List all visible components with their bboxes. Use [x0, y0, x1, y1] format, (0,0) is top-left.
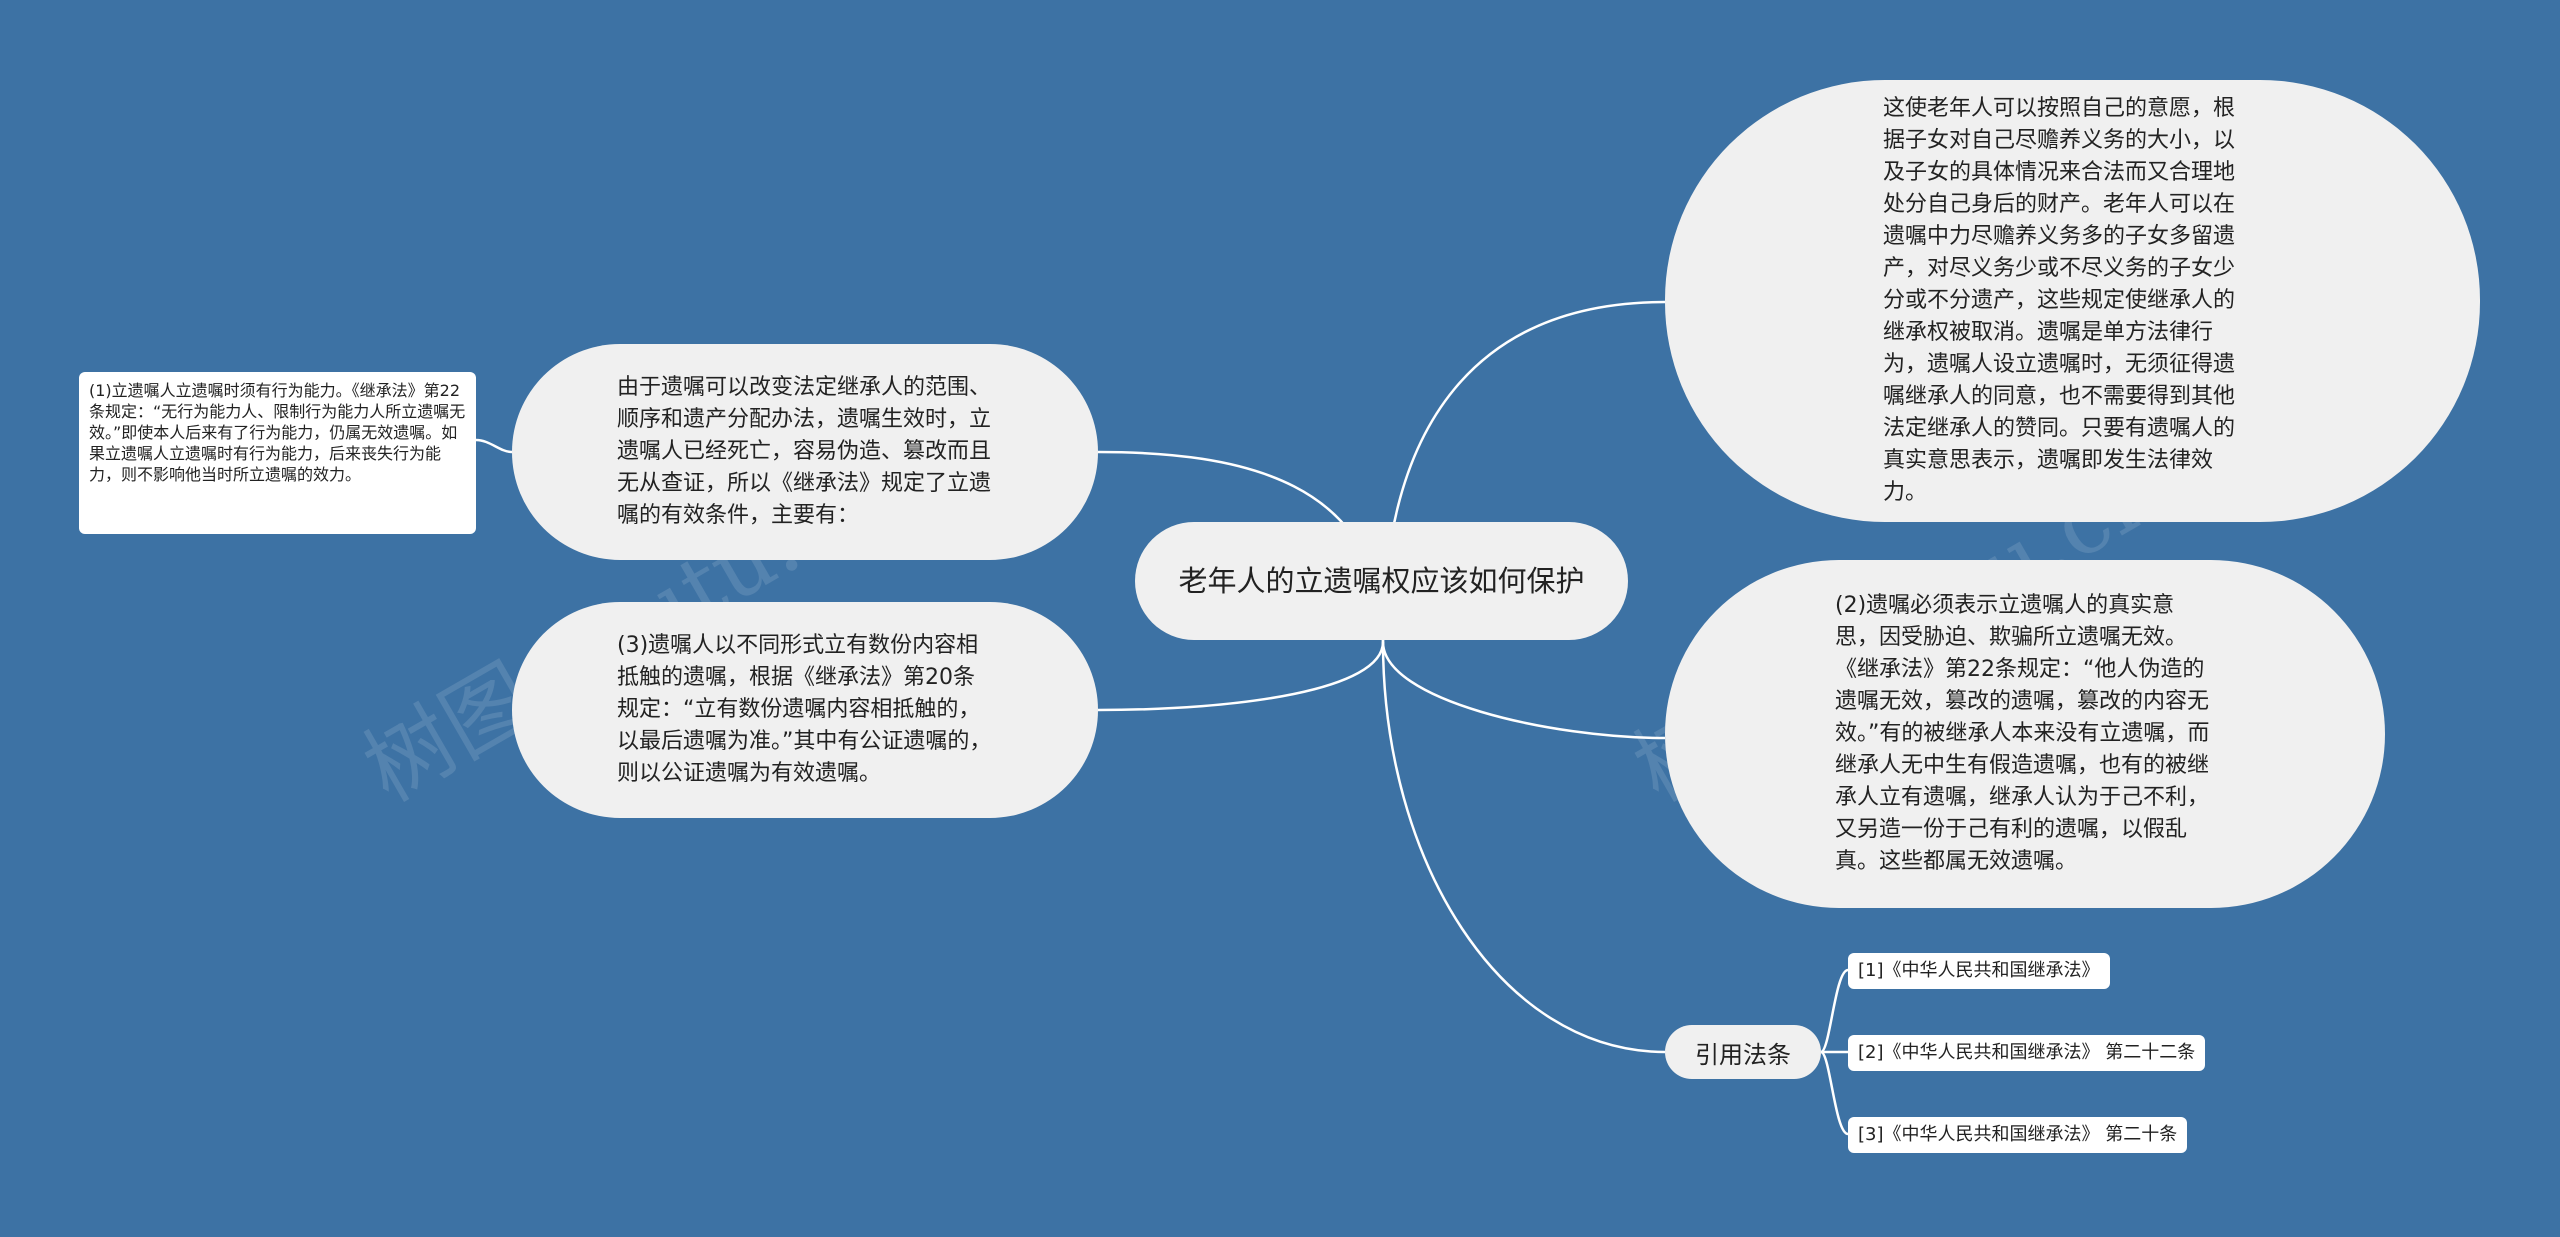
connector-cite-1	[1819, 968, 1849, 1054]
branch-text: (2)遗嘱必须表示立遗嘱人的真实意思，因受胁迫、欺骗所立遗嘱无效。《继承法》第2…	[1835, 593, 2210, 874]
branch-left-top[interactable]: 由于遗嘱可以改变法定继承人的范围、顺序和遗产分配办法，遗嘱生效时，立遗嘱人已经死…	[512, 344, 1098, 560]
citation-item[interactable]: [1]《中华人民共和国继承法》	[1848, 953, 2110, 989]
leaf-text: (1)立遗嘱人立遗嘱时须有行为能力。《继承法》第22条规定：“无行为能力人、限制…	[89, 381, 466, 484]
root-title: 老年人的立遗嘱权应该如何保护	[1178, 564, 1585, 598]
connector-left-leaf	[475, 438, 513, 454]
connector-cite-3	[1819, 1050, 1849, 1136]
citation-text: [1]《中华人民共和国继承法》	[1858, 960, 2100, 981]
leaf-condition-1[interactable]: (1)立遗嘱人立遗嘱时须有行为能力。《继承法》第22条规定：“无行为能力人、限制…	[79, 372, 476, 534]
connector-left-bottom	[1097, 641, 1385, 712]
citation-item[interactable]: [3]《中华人民共和国继承法》 第二十条	[1848, 1117, 2188, 1153]
citation-text: [2]《中华人民共和国继承法》 第二十二条	[1858, 1042, 2196, 1063]
citations-label[interactable]: 引用法条	[1665, 1025, 1821, 1079]
citations-label-text: 引用法条	[1695, 1040, 1791, 1069]
branch-left-bottom[interactable]: (3)遗嘱人以不同形式立有数份内容相抵触的遗嘱，根据《继承法》第20条规定：“立…	[512, 602, 1098, 818]
branch-right-top[interactable]: 这使老年人可以按照自己的意愿，根据子女对自己尽赡养义务的大小，以及子女的具体情况…	[1665, 80, 2480, 522]
branch-text: 这使老年人可以按照自己的意愿，根据子女对自己尽赡养义务的大小，以及子女的具体情况…	[1883, 96, 2236, 505]
root-topic[interactable]: 老年人的立遗嘱权应该如何保护	[1135, 522, 1628, 640]
connector-citations	[1381, 641, 1666, 1054]
citation-item[interactable]: [2]《中华人民共和国继承法》 第二十二条	[1848, 1035, 2206, 1071]
branch-text: (3)遗嘱人以不同形式立有数份内容相抵触的遗嘱，根据《继承法》第20条规定：“立…	[617, 633, 992, 786]
branch-right-mid[interactable]: (2)遗嘱必须表示立遗嘱人的真实意思，因受胁迫、欺骗所立遗嘱无效。《继承法》第2…	[1665, 560, 2385, 908]
branch-text: 由于遗嘱可以改变法定继承人的范围、顺序和遗产分配办法，遗嘱生效时，立遗嘱人已经死…	[617, 375, 992, 528]
connector-right-mid	[1381, 641, 1666, 740]
citation-text: [3]《中华人民共和国继承法》 第二十条	[1858, 1124, 2178, 1145]
